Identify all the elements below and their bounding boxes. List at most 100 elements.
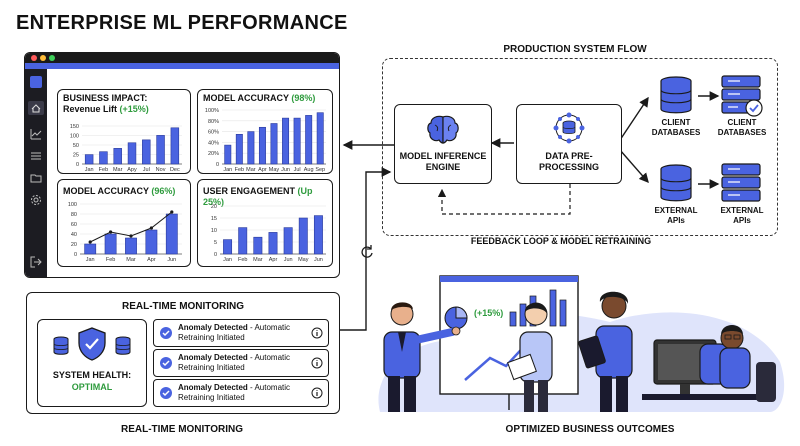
bar [142,139,151,165]
x-tick-label: Mar [253,257,263,263]
bar [247,131,255,165]
flow-dashed-frame [382,58,778,236]
x-tick-label: Dec [170,167,180,173]
panel-title-accuracy-98: MODEL ACCURACY (98%) [203,93,316,103]
bar [125,237,137,255]
manager-figure [578,291,633,412]
x-tick-label: Feb [99,167,108,173]
y-tick-label: 50 [73,143,79,149]
client-server-icon [721,75,763,117]
x-tick-label: Apr [147,257,156,263]
x-tick-label: Apr [258,167,267,173]
alert-item[interactable]: Anomaly Detected - Automatic Retraining … [153,349,329,377]
engine-label: MODEL INFERENCE ENGINE [399,151,487,172]
x-tick-label: Jun [281,167,290,173]
monitoring-title: REAL-TIME MONITORING [121,301,245,312]
sidebar-logo [30,76,42,88]
x-tick-label: Aug [304,167,314,173]
maximize-dot[interactable] [49,55,55,61]
y-tick-label: 5 [214,240,217,246]
bar [127,142,137,165]
bar [293,117,301,165]
bar [270,123,278,165]
x-tick-label: Jan [223,167,232,173]
database-left-icon [53,336,69,355]
settings-icon[interactable] [30,193,42,211]
info-icon[interactable] [311,327,323,339]
monitoring-caption: REAL-TIME MONITORING [120,424,244,435]
x-tick-label: Jun [167,257,176,263]
chart-panel-revenue: BUSINESS IMPACT: Revenue Lift (+15%) 150… [57,89,191,174]
x-tick-label: Jun [314,257,323,263]
bar [298,217,308,255]
preprocessing-label: DATA PRE-PROCESSING [539,151,600,172]
bar [224,144,232,165]
bar [238,227,248,255]
line-chart-icon[interactable] [30,127,42,145]
bar [258,126,266,165]
list-icon[interactable] [30,149,42,167]
bar [305,115,313,165]
y-tick-label: 10 [211,228,217,234]
board-percentage: (+15%) [474,308,503,318]
alert-text: Anomaly Detected - Automatic Retraining … [178,383,291,402]
home-icon[interactable] [28,101,44,115]
y-tick-label: 20% [208,151,219,157]
flow-title: PRODUCTION SYSTEM FLOW [503,44,647,55]
window-titlebar [25,53,339,63]
info-icon[interactable] [311,357,323,369]
model-inference-engine[interactable]: MODEL INFERENCE ENGINE [394,104,492,184]
x-tick-label: Sep [315,167,325,173]
y-tick-label: 60 [71,222,77,228]
network-database-icon [553,112,585,144]
y-tick-label: 0 [74,252,77,258]
business-outcomes-illustration: (+15%) [378,275,785,412]
y-tick-label: 100 [70,134,79,140]
alert-item[interactable]: Anomaly Detected - Automatic Retraining … [153,379,329,407]
bar [84,154,94,165]
bar [104,233,117,255]
x-tick-label: Apy [127,167,137,173]
check-circle-icon [160,387,172,399]
brain-icon [427,115,459,144]
minimize-dot[interactable] [40,55,46,61]
data-preprocessing[interactable]: DATA PRE-PROCESSING [516,104,622,184]
y-tick-label: 25 [73,153,79,159]
bar [156,135,165,165]
bar [99,151,108,165]
bar [170,127,180,165]
bar [145,229,158,255]
bar [165,213,178,255]
alert-item[interactable]: Anomaly Detected - Automatic Retraining … [153,319,329,347]
alert-text: Anomaly Detected - Automatic Retraining … [178,353,291,372]
desk-workstation [642,325,776,402]
x-tick-label: Jan [85,167,94,173]
check-circle-icon [160,357,172,369]
shield-check-icon [78,327,106,361]
client-db-label-1: CLIENT DATABASES [651,118,701,137]
folder-icon[interactable] [30,171,42,189]
y-tick-label: 20 [211,204,217,210]
y-tick-label: 40% [208,140,219,146]
presentation-board [439,275,579,395]
bar [282,117,290,165]
y-tick-label: 15 [211,216,217,222]
analyst-figure [507,302,553,412]
bar [84,243,97,255]
close-dot[interactable] [31,55,37,61]
x-tick-label: Mar [246,167,256,173]
y-tick-label: 0 [216,162,219,168]
info-icon[interactable] [311,387,323,399]
y-tick-label: 40 [71,232,77,238]
logout-icon[interactable] [30,255,42,273]
bar [223,239,233,255]
presenter-figure [383,302,461,412]
database-right-icon [115,336,131,355]
outcomes-caption: OPTIMIZED BUSINESS OUTCOMES [505,424,675,435]
refresh-icon [361,245,373,258]
alert-text: Anomaly Detected - Automatic Retraining … [178,323,291,342]
